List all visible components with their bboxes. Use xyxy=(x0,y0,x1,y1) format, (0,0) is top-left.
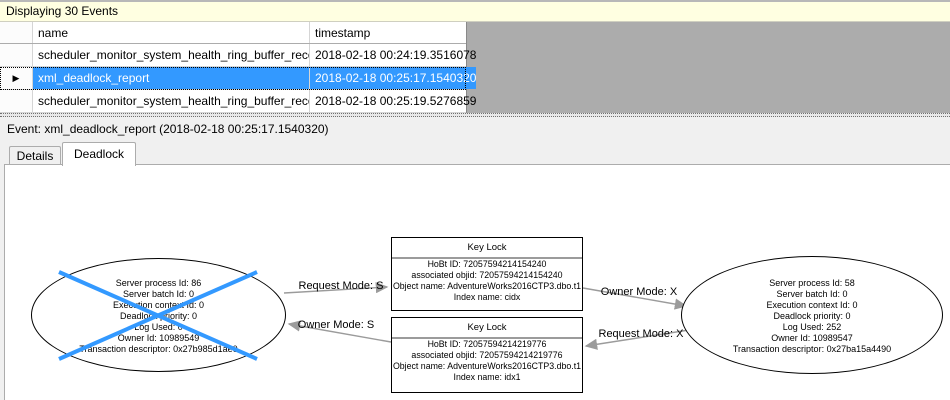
node-text-line: Log Used: 0 xyxy=(134,322,183,332)
resource-title: Key Lock xyxy=(392,238,582,259)
node-text-line: Index name: cidx xyxy=(453,292,521,302)
column-header-name[interactable]: name xyxy=(33,22,310,43)
table-row-selected[interactable]: ▶ xml_deadlock_report 2018-02-18 00:25:1… xyxy=(0,67,477,90)
tab-deadlock[interactable]: Deadlock xyxy=(62,142,136,166)
row-selector-header xyxy=(0,22,33,43)
row-selector-cell[interactable]: ▶ xyxy=(0,67,33,89)
edge-label-request-x: Request Mode: X xyxy=(598,328,684,340)
node-text-line: associated objid: 72057594214219776 xyxy=(411,350,563,360)
node-text-line: Log Used: 252 xyxy=(782,322,842,332)
event-name-cell[interactable]: scheduler_monitor_system_health_ring_buf… xyxy=(33,44,310,66)
selected-event-label: Event: xml_deadlock_report (2018-02-18 0… xyxy=(0,117,950,141)
resource-title: Key Lock xyxy=(392,318,582,339)
node-text-line: HoBt ID: 72057594214154240 xyxy=(427,259,547,269)
resource-node-keylock-bottom[interactable]: Key Lock HoBt ID: 72057594214219776 asso… xyxy=(391,317,583,393)
splitter[interactable] xyxy=(0,113,950,117)
column-header-timestamp[interactable]: timestamp xyxy=(315,25,371,40)
events-grid: name timestamp scheduler_monitor_system_… xyxy=(0,22,477,113)
node-text-line: Server batch Id: 0 xyxy=(776,289,848,299)
events-count-bar: Displaying 30 Events xyxy=(0,0,950,22)
event-timestamp-cell[interactable]: 2018-02-18 00:25:19.5276859 xyxy=(315,94,477,108)
current-row-indicator-icon: ▶ xyxy=(12,72,20,83)
edge-request-x xyxy=(584,329,690,350)
event-timestamp-cell[interactable]: 2018-02-18 00:25:17.1540320 xyxy=(310,67,477,89)
event-name-cell[interactable]: xml_deadlock_report xyxy=(33,67,310,89)
node-text-line: HoBt ID: 72057594214219776 xyxy=(427,339,547,349)
table-row[interactable]: scheduler_monitor_system_health_ring_buf… xyxy=(0,90,476,113)
node-text-line: Index name: idx1 xyxy=(453,372,521,382)
edge-label-request-s: Request Mode: S xyxy=(298,280,384,292)
edge-label-owner-s: Owner Mode: S xyxy=(297,319,375,331)
tab-details[interactable]: Details xyxy=(9,146,61,165)
edge-request-s xyxy=(283,282,389,294)
node-text-line: Server process Id: 58 xyxy=(769,278,855,288)
node-text-line: Object name: AdventureWorks2016CTP3.dbo.… xyxy=(392,281,582,291)
node-text-line: Deadlock priority: 0 xyxy=(119,311,198,321)
grid-empty-area: name timestamp scheduler_monitor_system_… xyxy=(0,22,950,113)
node-text-line: Owner Id: 10989547 xyxy=(771,333,853,343)
table-row[interactable]: scheduler_monitor_system_health_ring_buf… xyxy=(0,44,476,67)
edge-owner-s xyxy=(287,320,392,343)
deadlock-graph-edges xyxy=(283,282,690,350)
grid-header-row: name timestamp xyxy=(0,22,466,44)
node-text-line: Transaction descriptor: 0x27b985d1ae0 xyxy=(79,344,238,354)
event-name-cell[interactable]: scheduler_monitor_system_health_ring_buf… xyxy=(33,90,310,112)
node-text-line: Deadlock priority: 0 xyxy=(773,311,851,321)
detail-tabs: Details Deadlock xyxy=(0,141,950,166)
event-timestamp-cell[interactable]: 2018-02-18 00:24:19.3516078 xyxy=(315,48,477,62)
node-text-line: Execution context Id: 0 xyxy=(112,300,205,310)
node-text-line: Server batch Id: 0 xyxy=(122,289,195,299)
node-text-line: Server process Id: 86 xyxy=(115,278,202,288)
node-text-line: Owner Id: 10989549 xyxy=(117,333,200,343)
row-selector-cell[interactable] xyxy=(0,44,33,66)
node-text-line: Execution context Id: 0 xyxy=(766,300,858,310)
row-selector-cell[interactable] xyxy=(0,90,33,112)
node-text-line: Object name: AdventureWorks2016CTP3.dbo.… xyxy=(392,361,582,371)
process-node-victim[interactable]: Server process Id: 86 Server batch Id: 0… xyxy=(31,258,286,372)
deadlock-graph-panel: Server process Id: 86 Server batch Id: 0… xyxy=(4,164,950,400)
node-text-line: Transaction descriptor: 0x27ba15a4490 xyxy=(732,344,892,354)
node-text-line: associated objid: 72057594214154240 xyxy=(411,270,563,280)
process-node-winner[interactable]: Server process Id: 58 Server batch Id: 0… xyxy=(681,256,943,374)
edge-owner-x xyxy=(582,287,688,310)
edge-label-owner-x: Owner Mode: X xyxy=(600,286,678,298)
resource-node-keylock-top[interactable]: Key Lock HoBt ID: 72057594214154240 asso… xyxy=(391,237,583,311)
